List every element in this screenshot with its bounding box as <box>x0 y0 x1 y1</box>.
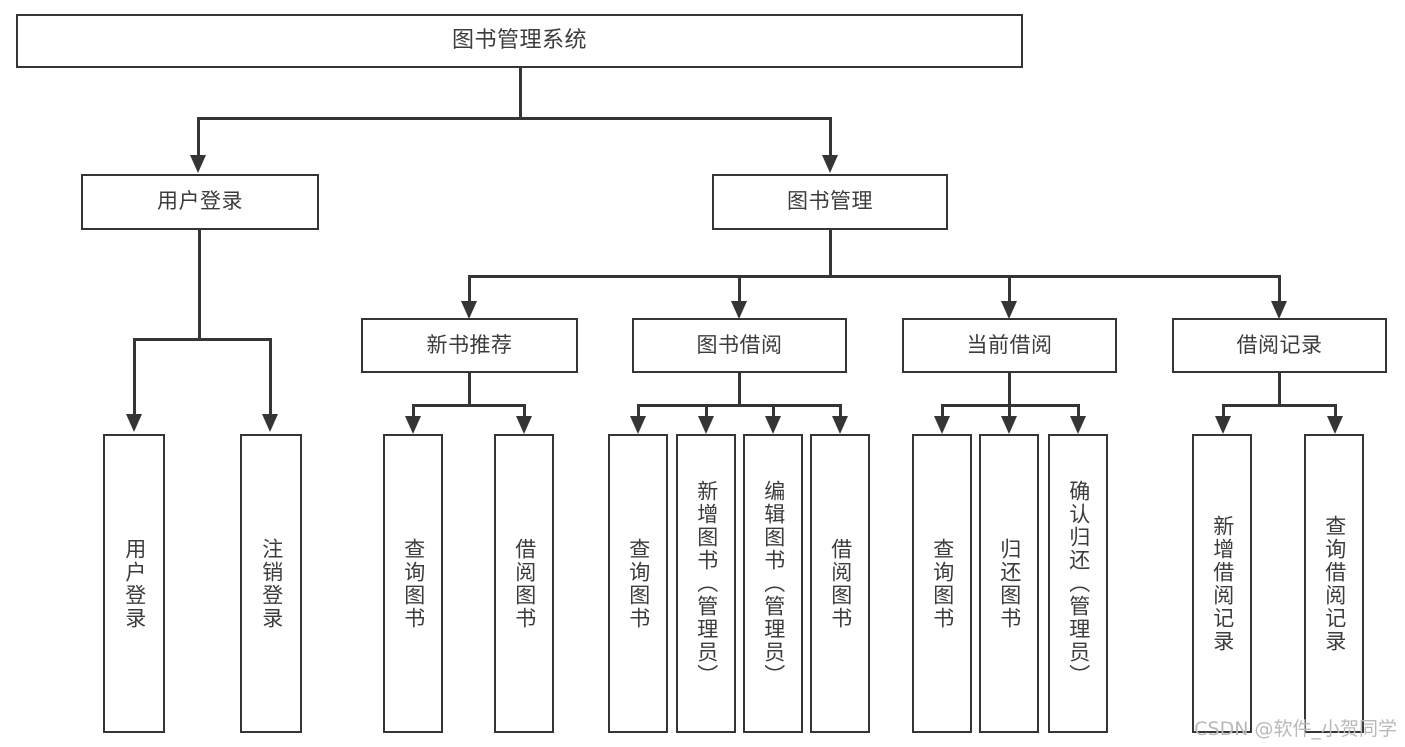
connector-borrow-records-bus <box>1222 404 1336 407</box>
connector-nb-to-borrow <box>523 404 526 418</box>
connector-book-management-bus <box>468 275 1278 278</box>
arrowhead-cb-query-book <box>934 416 950 434</box>
arrowhead-book-borrow <box>731 301 747 319</box>
node-label: 编辑图书（管理员） <box>761 480 786 687</box>
arrowhead-cb-confirm-return <box>1070 416 1086 434</box>
connector-bm-to-book-borrow <box>738 275 741 303</box>
node-book-borrow[interactable]: 图书借阅 <box>632 318 847 373</box>
connector-cb-to-query <box>941 404 944 418</box>
connector-cb-to-confirm <box>1077 404 1080 418</box>
connector-book-management-stem <box>829 230 832 277</box>
leaf-cb-return-book[interactable]: 归还图书 <box>979 434 1039 733</box>
node-label: 查询借阅记录 <box>1322 514 1347 653</box>
node-label: 新书推荐 <box>426 332 513 357</box>
connector-bb-to-borrow <box>839 404 842 418</box>
arrowhead-current-borrow <box>1001 301 1017 319</box>
arrowhead-bb-edit-book <box>765 416 781 434</box>
connector-current-borrow-stem <box>1008 373 1011 406</box>
node-label: 查询图书 <box>401 537 426 630</box>
connector-book-borrow-bus <box>637 404 841 407</box>
leaf-br-add-record[interactable]: 新增借阅记录 <box>1192 434 1252 733</box>
leaf-bb-query-book[interactable]: 查询图书 <box>608 434 668 733</box>
connector-user-login-to-leaf-2 <box>269 338 272 416</box>
arrowhead-bb-query-book <box>630 416 646 434</box>
connector-root-to-book-management <box>829 117 832 157</box>
arrowhead-bb-borrow-book <box>832 416 848 434</box>
leaf-bb-add-book[interactable]: 新增图书（管理员） <box>676 434 736 733</box>
arrowhead-nb-borrow-book <box>516 416 532 434</box>
connector-new-book-bus <box>412 404 525 407</box>
connector-bb-to-add <box>705 404 708 418</box>
node-label: 查询图书 <box>930 537 955 630</box>
node-label: 借阅图书 <box>512 537 537 630</box>
leaf-nb-borrow-book[interactable]: 借阅图书 <box>494 434 554 733</box>
arrowhead-br-add-record <box>1215 416 1231 434</box>
arrowhead-new-book-recommend <box>461 301 477 319</box>
node-label: 查询图书 <box>626 537 651 630</box>
connector-cb-to-return <box>1008 404 1011 418</box>
connector-br-to-query <box>1334 404 1337 418</box>
connector-user-login-stem <box>198 230 201 340</box>
node-label: 图书借阅 <box>696 332 783 357</box>
arrowhead-book-management <box>822 155 838 173</box>
leaf-cb-query-book[interactable]: 查询图书 <box>912 434 972 733</box>
node-label: 当前借阅 <box>966 332 1053 357</box>
connector-nb-to-query <box>412 404 415 418</box>
node-borrow-records[interactable]: 借阅记录 <box>1172 318 1387 373</box>
connector-borrow-records-stem <box>1278 373 1281 406</box>
arrowhead-leaf-user-login <box>126 414 142 432</box>
leaf-user-login[interactable]: 用户登录 <box>103 434 165 733</box>
connector-bm-to-borrow-records <box>1278 275 1281 303</box>
arrowhead-nb-query-book <box>405 416 421 434</box>
connector-bb-to-edit <box>772 404 775 418</box>
node-label: 新增图书（管理员） <box>694 480 719 687</box>
arrowhead-borrow-records <box>1271 301 1287 319</box>
arrowhead-cb-return-book <box>1001 416 1017 434</box>
connector-root-stem <box>519 68 522 118</box>
node-label: 借阅图书 <box>828 537 853 630</box>
arrowhead-leaf-logout <box>262 414 278 432</box>
connector-bm-to-current-borrow <box>1008 275 1011 303</box>
node-label: 用户登录 <box>157 189 243 214</box>
arrowhead-user-login <box>190 155 206 173</box>
arrowhead-br-query-record <box>1327 416 1343 434</box>
node-label: 图书管理 <box>787 189 873 214</box>
leaf-nb-query-book[interactable]: 查询图书 <box>383 434 443 733</box>
connector-root-bus <box>197 117 831 120</box>
node-root-book-management-system[interactable]: 图书管理系统 <box>16 14 1023 68</box>
leaf-bb-edit-book[interactable]: 编辑图书（管理员） <box>743 434 803 733</box>
node-user-login[interactable]: 用户登录 <box>81 174 319 230</box>
connector-new-book-stem <box>468 373 471 406</box>
leaf-br-query-record[interactable]: 查询借阅记录 <box>1304 434 1364 733</box>
arrowhead-bb-add-book <box>698 416 714 434</box>
node-label: 用户登录 <box>122 537 147 630</box>
node-label: 新增借阅记录 <box>1210 514 1235 653</box>
connector-bb-to-query <box>637 404 640 418</box>
node-new-book-recommend[interactable]: 新书推荐 <box>361 318 578 373</box>
node-label: 注销登录 <box>259 537 284 630</box>
node-book-management[interactable]: 图书管理 <box>712 174 948 230</box>
connector-user-login-to-leaf-1 <box>133 338 136 416</box>
connector-book-borrow-stem <box>738 373 741 406</box>
leaf-cb-confirm-return[interactable]: 确认归还（管理员） <box>1048 434 1108 733</box>
node-label: 图书管理系统 <box>451 27 587 53</box>
node-label: 归还图书 <box>997 537 1022 630</box>
node-current-borrow[interactable]: 当前借阅 <box>902 318 1117 373</box>
leaf-bb-borrow-book[interactable]: 借阅图书 <box>810 434 870 733</box>
connector-user-login-bus <box>133 338 270 341</box>
leaf-logout[interactable]: 注销登录 <box>240 434 302 733</box>
node-label: 借阅记录 <box>1236 332 1323 357</box>
connector-br-to-add <box>1222 404 1225 418</box>
connector-bm-to-new-book <box>468 275 471 303</box>
connector-root-to-user-login <box>197 117 200 157</box>
node-label: 确认归还（管理员） <box>1066 480 1091 687</box>
